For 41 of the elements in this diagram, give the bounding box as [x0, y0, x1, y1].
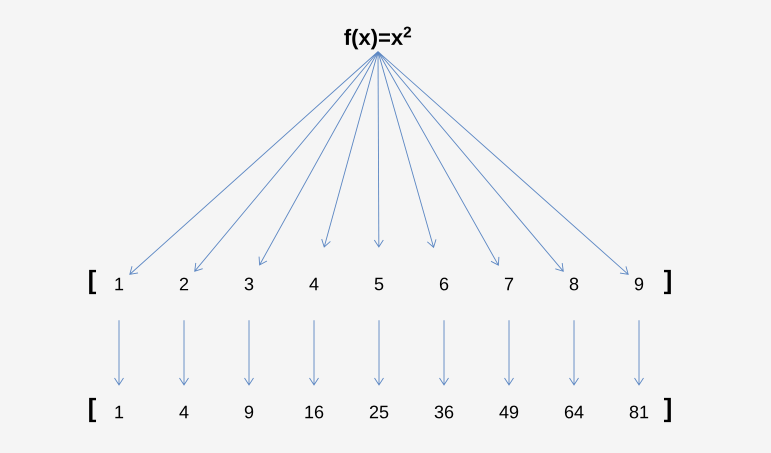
bracket: ] — [664, 270, 671, 294]
arrow — [321, 51, 378, 248]
arrow — [179, 320, 189, 386]
bracket: ] — [664, 398, 671, 422]
output-number: 81 — [630, 406, 648, 418]
arrow — [378, 51, 436, 248]
input-number: 3 — [244, 278, 254, 290]
input-number: 5 — [374, 278, 384, 290]
arrow — [439, 320, 449, 386]
arrow — [634, 320, 644, 386]
bracket: [ — [89, 398, 96, 422]
arrow — [114, 320, 124, 386]
input-number: 4 — [309, 278, 318, 290]
arrow — [258, 51, 378, 266]
input-number: 9 — [634, 278, 644, 290]
arrow — [194, 51, 378, 272]
input-number: 8 — [570, 278, 578, 290]
input-number: 1 — [115, 278, 124, 290]
arrow — [378, 51, 629, 275]
input-number: 6 — [440, 278, 448, 290]
arrow — [374, 51, 384, 248]
output-number: 4 — [179, 406, 188, 418]
arrow — [569, 320, 579, 386]
output-number: 25 — [370, 406, 388, 418]
output-number: 1 — [115, 406, 124, 418]
arrow — [374, 320, 384, 386]
arrow — [129, 51, 378, 275]
arrow — [504, 320, 514, 386]
arrow — [244, 320, 254, 386]
output-number: 9 — [244, 406, 254, 418]
arrow — [378, 51, 564, 272]
bracket: [ — [89, 270, 96, 294]
output-number: 16 — [305, 406, 324, 418]
function-label: f(x)=x$^{2}$ — [344, 26, 412, 50]
input-number: 2 — [180, 278, 188, 290]
output-number: 36 — [434, 406, 454, 418]
output-number: 49 — [499, 406, 518, 418]
arrow — [378, 51, 500, 266]
input-number: 7 — [504, 278, 514, 290]
arrow — [309, 320, 319, 386]
output-number: 64 — [564, 406, 584, 418]
